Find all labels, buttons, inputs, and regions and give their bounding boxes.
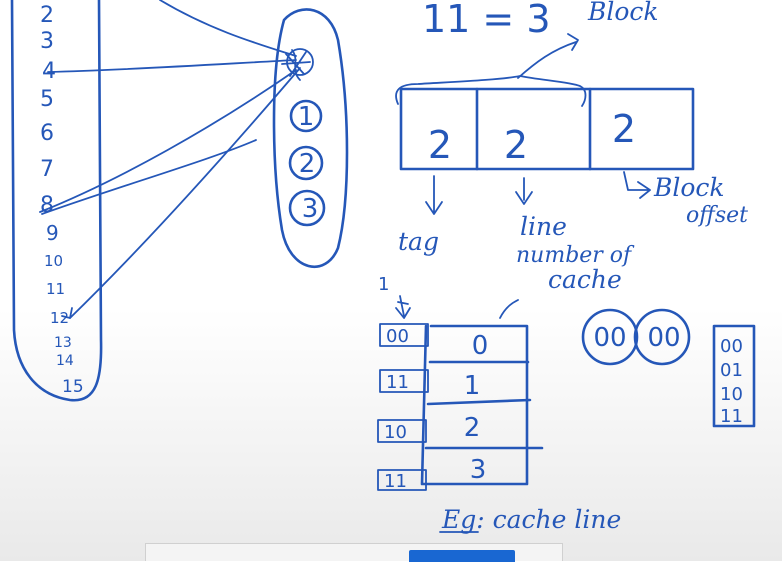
cache-entry-ring-3 [288, 189, 326, 227]
cache-line-3: 3 [470, 455, 487, 485]
mapping-lines [39, 0, 311, 319]
cache-line-0: 0 [472, 331, 489, 361]
bit-ring-2 [633, 308, 691, 366]
tag-box-3 [377, 469, 427, 491]
block-label-top: Block [587, 0, 659, 26]
mapping-line-8a [39, 69, 297, 213]
tag-bits: 2 [428, 123, 452, 167]
tag-value-3: 11 [384, 471, 407, 492]
tag-box-0 [379, 323, 429, 347]
address-field-box [399, 87, 695, 171]
binary-list: 00 01 10 11 [712, 324, 756, 428]
cache-top-marker: 1 [378, 274, 389, 295]
cache-entry-ring-2 [288, 145, 324, 181]
mapping-line-top [159, 0, 297, 57]
memory-block-3: 3 [40, 29, 54, 54]
mapping-line-12 [69, 67, 301, 319]
tag-box-2 [377, 419, 427, 443]
cache-entry-2: 2 [299, 149, 316, 179]
memory-block-2: 2 [40, 3, 54, 28]
memory-block-13: 13 [54, 335, 72, 351]
bottom-panel [145, 543, 563, 562]
bit-group-1: 00 [593, 323, 626, 353]
brace [395, 75, 587, 107]
tag-value-1: 11 [386, 372, 409, 393]
binary-item-1: 01 [720, 360, 743, 381]
line-label-2: number of [516, 243, 635, 268]
tag-value-2: 10 [384, 422, 407, 443]
mapping-line-4 [47, 59, 297, 73]
line-label-3: cache [548, 265, 622, 294]
mapping-line-knot [281, 49, 311, 81]
memory-block-11: 11 [46, 280, 65, 298]
memory-column-outline [10, 0, 103, 402]
marker-arrow [395, 295, 411, 319]
cache-set: 1 2 3 [272, 8, 349, 268]
cache-top-tick [499, 299, 519, 319]
block-offset-label-2: offset [686, 203, 748, 228]
cache-table-outline [420, 324, 529, 486]
header: 11 = 3 Block [395, 0, 659, 107]
address-fields: 2 2 2 tag line number of cache Block off… [398, 87, 748, 294]
binary-list-box [712, 324, 756, 428]
cache-entry-3: 3 [302, 194, 319, 224]
example-caption: Eg: cache line [441, 505, 621, 534]
tag-value-0: 00 [386, 326, 409, 347]
binary-item-2: 10 [720, 384, 743, 405]
cache-row-divider-2 [426, 398, 532, 406]
cache-line-1: 1 [464, 371, 481, 401]
memory-block-5: 5 [40, 87, 54, 112]
formula-text: 11 = 3 [422, 0, 551, 41]
memory-block-12: 12 [50, 309, 69, 327]
cache-set-hub [286, 48, 314, 76]
cache-line-2: 2 [464, 413, 481, 443]
cache-table: 0 1 2 3 00 11 10 11 1 Eg: cache line [377, 274, 621, 534]
offset-arrow [623, 171, 651, 199]
bit-group-2: 00 [647, 323, 680, 353]
bit-pattern: 00 00 [581, 308, 691, 366]
memory-block-6: 6 [40, 121, 54, 146]
binary-item-0: 00 [720, 336, 743, 357]
tag-arrow [425, 175, 443, 215]
offset-bits: 2 [612, 107, 636, 151]
block-offset-label-1: Block [653, 173, 725, 202]
mapping-arrowhead-12 [61, 307, 73, 319]
cache-entry-ring-1 [289, 99, 323, 133]
memory-block-14: 14 [56, 353, 74, 369]
tag-box-1 [379, 369, 429, 393]
block-pointer [517, 33, 579, 79]
bottom-action-button[interactable] [409, 550, 515, 562]
line-bits: 2 [504, 123, 528, 167]
binary-item-3: 11 [720, 406, 743, 427]
line-arrow [515, 177, 533, 205]
cache-set-outline [272, 8, 349, 268]
mapping-line-8b [41, 139, 257, 215]
bit-ring-1 [581, 308, 639, 366]
memory-block-10: 10 [44, 252, 63, 270]
memory-block-7: 7 [40, 157, 54, 182]
memory-block-15: 15 [62, 377, 84, 397]
tag-label: tag [398, 227, 439, 256]
memory-block-9: 9 [46, 221, 59, 245]
line-label-1: line [520, 212, 567, 241]
cache-entry-1: 1 [298, 102, 315, 132]
